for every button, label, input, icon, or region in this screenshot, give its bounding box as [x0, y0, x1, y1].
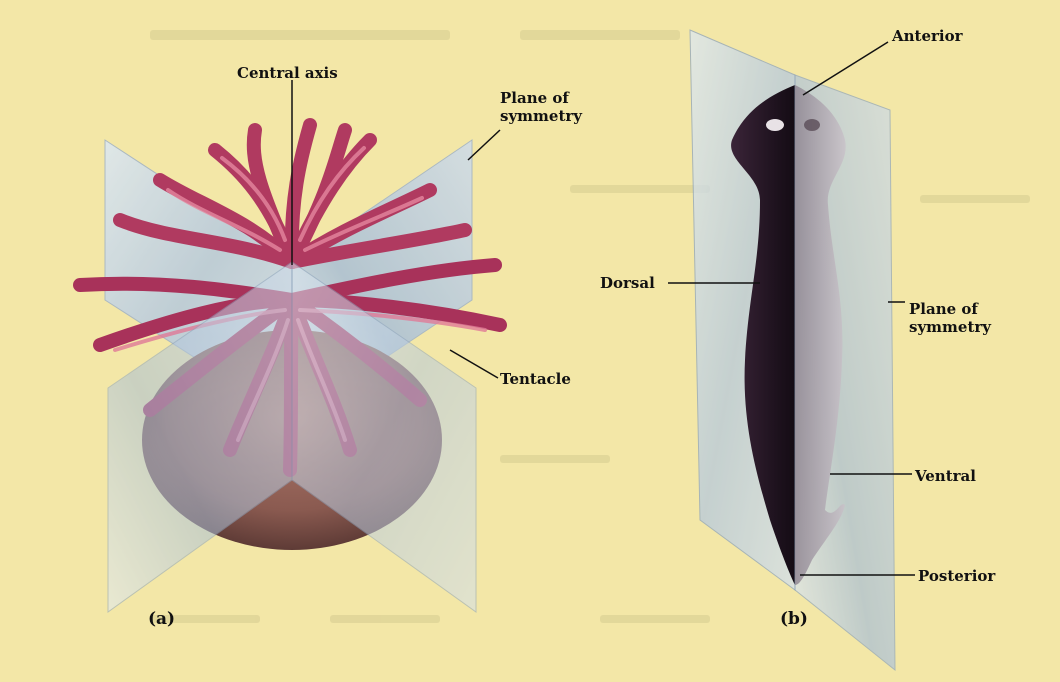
panel-a-label: (a) — [148, 610, 175, 628]
worm-light-half — [795, 85, 846, 585]
plane-leader-line — [468, 130, 500, 160]
ventral-label: Ventral — [915, 467, 976, 485]
central-axis-label: Central axis — [237, 64, 338, 82]
posterior-label: Posterior — [918, 567, 995, 585]
panel-a-anemone — [80, 80, 500, 612]
panel-b-flatworm — [668, 30, 915, 670]
plane-of-symmetry-label-a: Plane of symmetry — [500, 89, 610, 125]
tentacle-label: Tentacle — [500, 370, 571, 388]
panel-b-label: (b) — [780, 610, 808, 628]
anterior-leader-line — [803, 42, 888, 95]
dorsal-label: Dorsal — [600, 274, 655, 292]
tentacle-leader-line — [450, 350, 498, 378]
plane-of-symmetry-label-b: Plane of symmetry — [909, 300, 1009, 336]
anterior-label: Anterior — [892, 27, 963, 45]
